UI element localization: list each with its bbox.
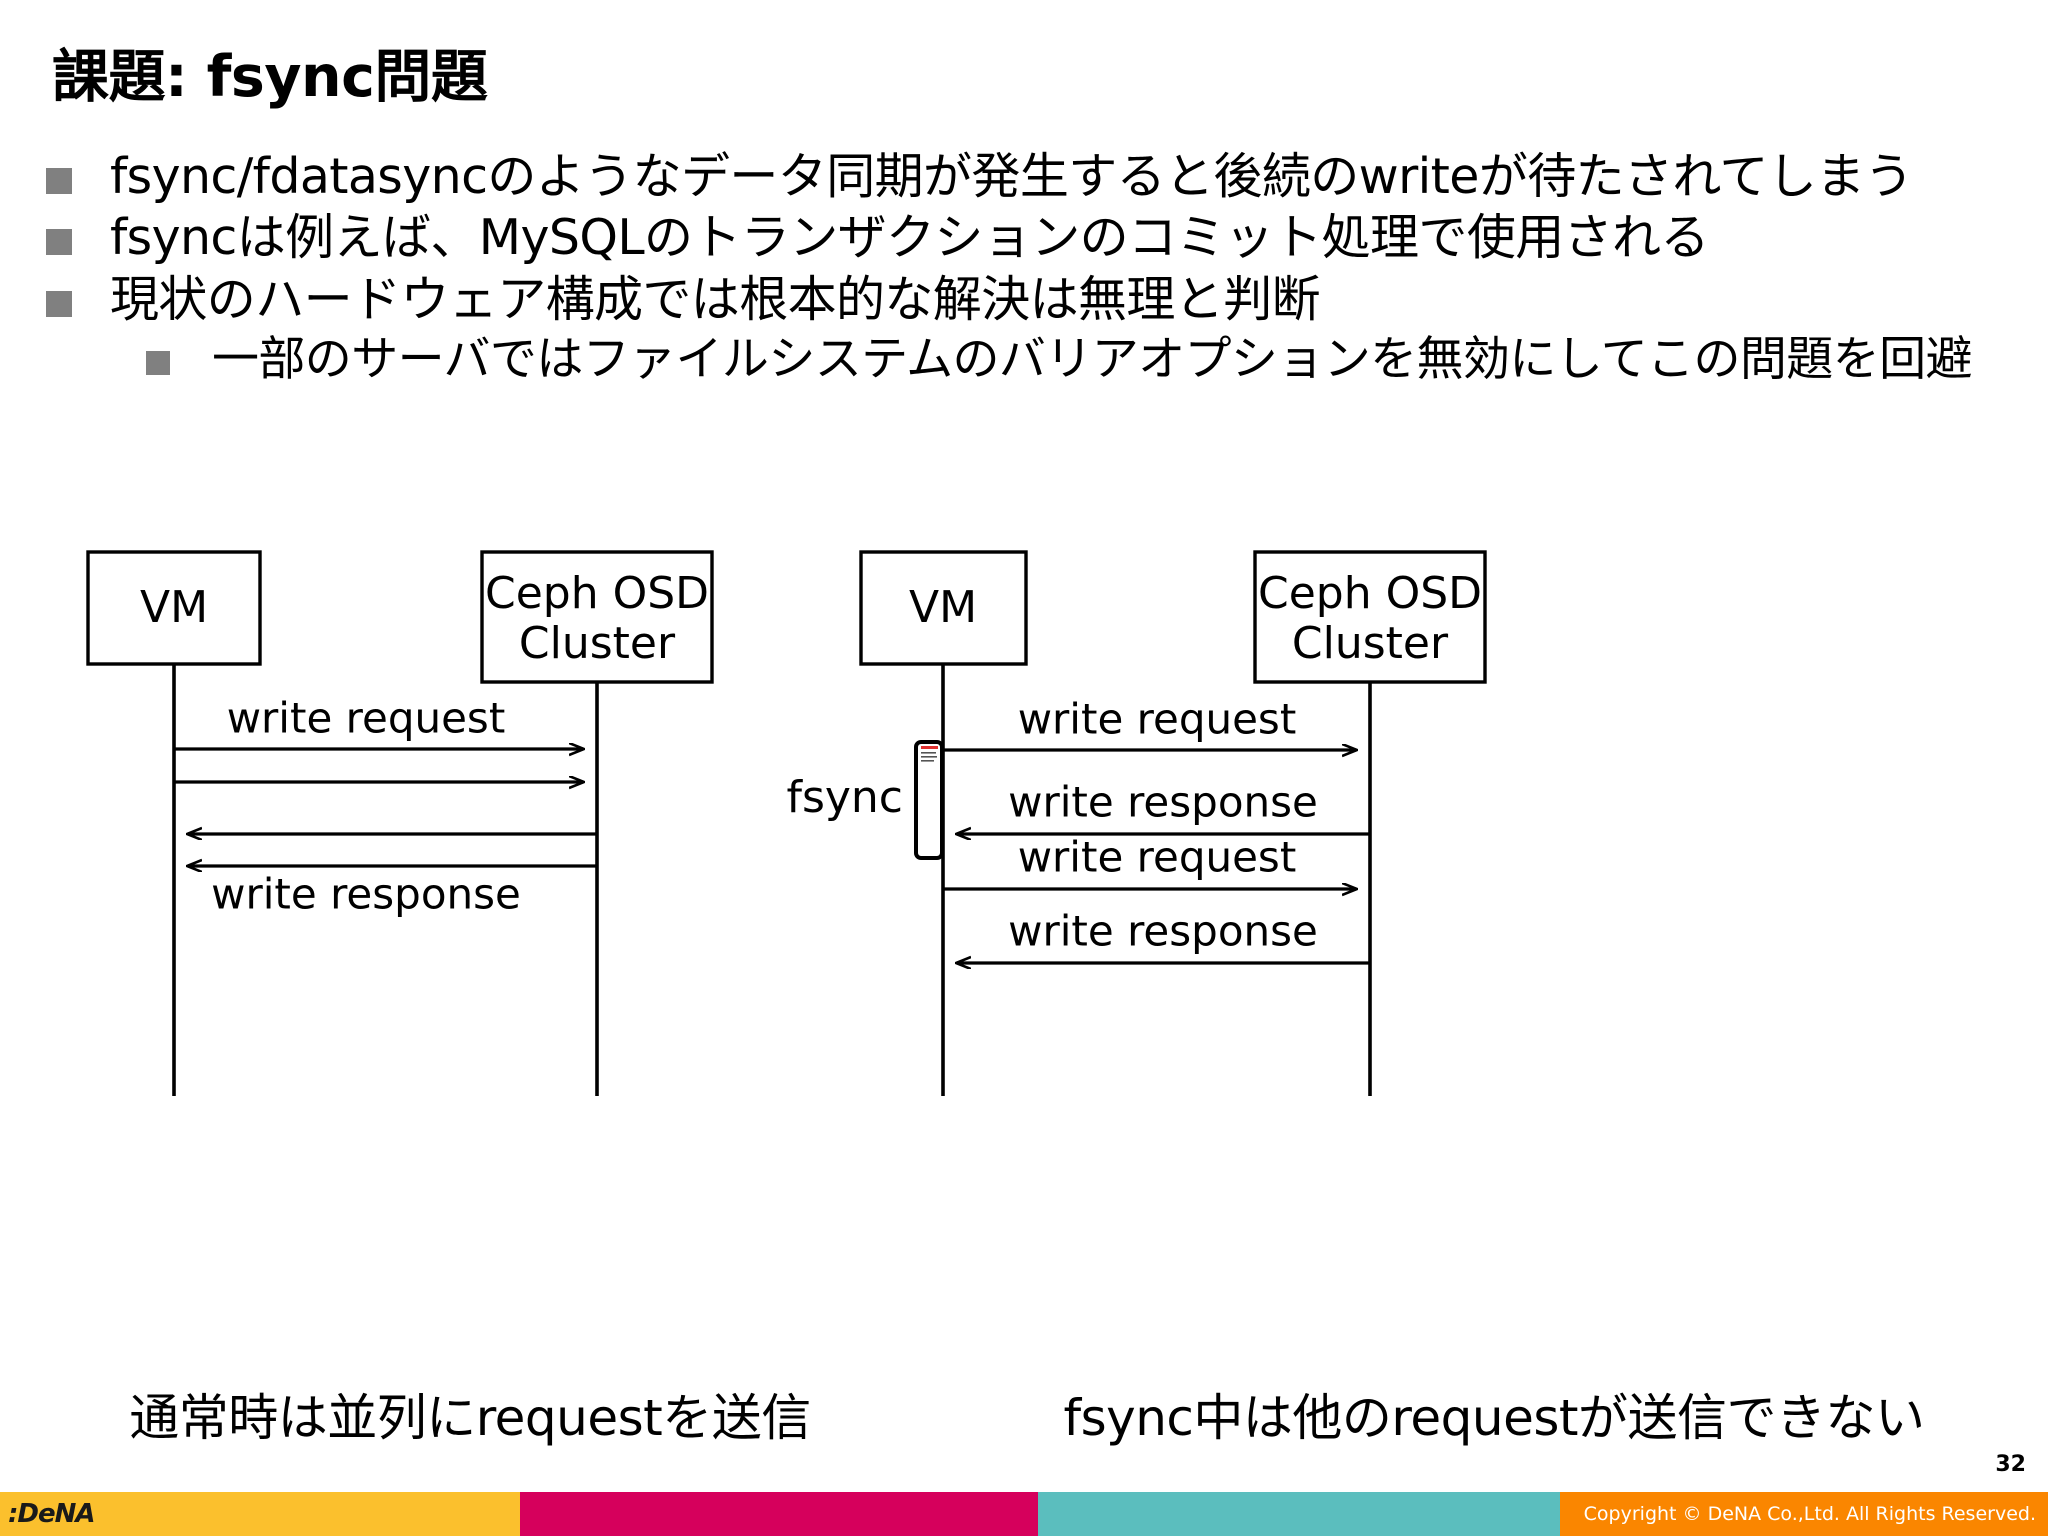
right-actor-ceph-box — [1253, 550, 1487, 684]
fsync-activation-texture-icon — [921, 756, 937, 758]
fsync-activation-texture-icon — [921, 752, 936, 754]
fsync-activation-texture-icon — [921, 760, 934, 762]
fsync-activation-bar — [914, 740, 944, 860]
bullet-item-2-label: fsyncは例えば、MySQLのトランザクションのコミット処理で使用される — [110, 209, 1709, 267]
right-message-3-label: write request — [1018, 833, 1297, 882]
left-message-1-label: write request — [227, 694, 506, 743]
footer-band-yellow: :DeNA — [0, 1492, 520, 1536]
footer-bar: :DeNA Copyright © DeNA Co.,Ltd. All Righ… — [0, 1492, 2048, 1536]
bullet-item-1-label: fsync/fdatasyncのようなデータ同期が発生すると後続のwriteが待… — [110, 148, 1914, 205]
diagram-right-caption: fsync中は他のrequestが送信できない — [1063, 1389, 1926, 1447]
left-message-4-label: write response — [211, 870, 521, 919]
diagram-captions: 通常時は並列にrequestを送信 fsync中は他のrequestが送信できな… — [0, 1378, 2048, 1450]
left-actor-ceph-label-line1: Ceph OSD — [485, 568, 709, 619]
footer-band-crimson — [520, 1492, 1038, 1536]
right-actor-vm-box — [859, 550, 1028, 666]
left-actor-vm-label: VM — [140, 582, 208, 633]
bullet-item-4: 一部のサーバではファイルシステムのバリアオプションを無効にしてこの問題を回避 — [46, 332, 2021, 387]
sequence-diagrams: VM Ceph OSD Cluster write request write … — [0, 534, 2048, 1154]
fsync-activation-label: fsync — [786, 772, 903, 823]
diagram-right: VM Ceph OSD Cluster fsync write request … — [786, 550, 1487, 1096]
bullet-square-icon — [146, 350, 170, 375]
right-actor-ceph-label-line1: Ceph OSD — [1258, 568, 1482, 619]
bullet-item-4-label: 一部のサーバではファイルシステムのバリアオプションを無効にしてこの問題を回避 — [212, 331, 1973, 387]
page-title: 課題: fsync問題 — [52, 44, 488, 110]
bullet-item-3: 現状のハードウェア構成では根本的な解決は無理と判断 — [46, 271, 2021, 328]
dena-logo: :DeNA — [8, 1499, 95, 1529]
bullet-square-icon — [46, 168, 72, 194]
bullet-square-icon — [46, 290, 72, 317]
right-actor-ceph-label-line2: Cluster — [1292, 618, 1449, 669]
footer-band-orange: Copyright © DeNA Co.,Ltd. All Rights Res… — [1560, 1492, 2048, 1536]
sequence-diagram-svg: VM Ceph OSD Cluster write request write … — [86, 550, 1487, 1096]
bullet-item-3-label: 現状のハードウェア構成では根本的な解決は無理と判断 — [110, 270, 1321, 328]
footer-band-teal — [1038, 1492, 1560, 1536]
right-message-2-label: write response — [1008, 778, 1318, 827]
right-message-1-label: write request — [1018, 695, 1297, 744]
left-actor-ceph-label-line2: Cluster — [519, 618, 676, 669]
fsync-activation-marker-icon — [921, 746, 938, 749]
right-actor-vm-label: VM — [909, 582, 977, 633]
diagram-left: VM Ceph OSD Cluster write request write … — [86, 550, 714, 1096]
bullet-list: fsync/fdatasyncのようなデータ同期が発生すると後続のwriteが待… — [46, 148, 2021, 391]
left-actor-ceph-box — [480, 550, 714, 684]
right-message-4-label: write response — [1008, 907, 1318, 956]
bullet-item-1: fsync/fdatasyncのようなデータ同期が発生すると後続のwriteが待… — [46, 148, 2021, 205]
diagram-left-caption: 通常時は並列にrequestを送信 — [129, 1389, 811, 1447]
copyright-text: Copyright © DeNA Co.,Ltd. All Rights Res… — [1583, 1503, 2036, 1525]
bullet-square-icon — [46, 229, 72, 256]
page-number: 32 — [1995, 1452, 2026, 1477]
bullet-item-2: fsyncは例えば、MySQLのトランザクションのコミット処理で使用される — [46, 209, 2021, 266]
left-actor-vm-box — [86, 550, 262, 666]
